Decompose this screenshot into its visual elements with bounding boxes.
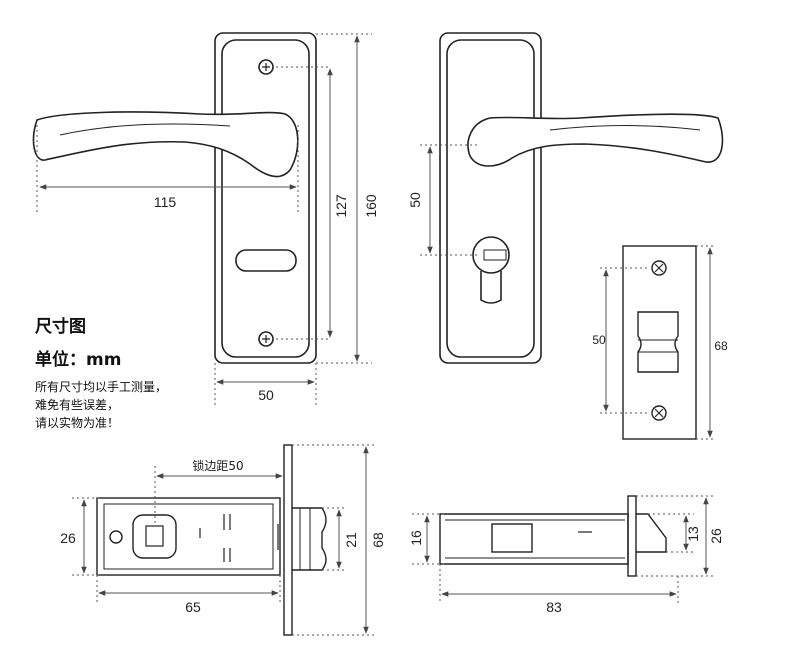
cylinder-view [439,32,724,364]
cylinder-backplate-outer [439,32,542,364]
dimension-legend: 尺寸图 单位：mm 所有尺寸均以手工测量， 难免有些误差， 请以实物为准！ [35,312,235,432]
dim-faceplate-screw-spacing: 50 [592,333,606,347]
lever-handle [32,111,299,178]
spindle-hub [132,514,177,559]
dim-side-total-length: 83 [546,599,562,615]
side-slot [491,523,533,553]
dim-latch-bolt-height: 21 [343,532,359,548]
legend-note-line: 难免有些误差， [35,398,120,412]
dim-backset: 锁边距50 [192,458,243,473]
latch-bolt-top [292,507,327,571]
side-body [439,513,629,565]
backplate-inner [221,39,310,358]
legend-note: 所有尺寸均以手工测量， 难免有些误差， 请以实物为准！ [35,378,235,432]
legend-note-line: 所有尺寸均以手工测量， [35,380,168,394]
faceplate [622,245,697,440]
latch-body [96,497,281,576]
dim-screw-spacing: 127 [333,194,349,218]
dim-faceplate-height: 68 [714,339,728,353]
cylinder-view-dimensions [420,144,478,256]
key-cylinder-icon [472,236,510,274]
latch-side-dimensions [412,495,716,604]
front-view-dimensions [36,33,372,405]
front-view-with-keyhole [32,32,317,364]
latch-side-view [439,495,667,577]
legend-title: 尺寸图 [35,317,86,337]
dim-handle-length: 115 [154,194,177,210]
faceplate-screw-top-icon [651,260,667,276]
latch-bolt-face [637,311,679,373]
dim-latch-body-length: 65 [185,599,201,615]
dim-latch-body-height: 26 [60,530,76,546]
latch-top-view [96,444,327,636]
faceplate-screw-bottom-icon [651,405,667,421]
latch-faceplate-side [283,444,293,636]
faceplate-view [622,245,697,440]
screw-bottom-icon [258,331,274,347]
dim-latch-face-height: 68 [370,532,386,548]
dim-plate-height: 160 [363,194,379,218]
side-bolt [636,513,667,553]
latch-top-dimensions [72,444,376,636]
legend-note-line: 请以实物为准！ [35,416,120,430]
cylinder-backplate-inner [446,39,535,358]
dim-plate-width: 50 [258,387,274,403]
side-faceplate [627,495,637,577]
screw-top-icon [258,59,274,75]
key-slot [235,249,297,272]
dim-side-bolt-height: 13 [685,526,701,542]
dim-side-face-height: 26 [708,528,724,544]
legend-units: 单位：mm [35,350,122,370]
dim-side-body-height: 16 [408,530,424,546]
backplate-outer [214,32,317,364]
cylinder-lever-handle [467,113,724,167]
dim-cylinder-offset: 50 [407,192,423,208]
faceplate-dimensions [600,245,716,440]
